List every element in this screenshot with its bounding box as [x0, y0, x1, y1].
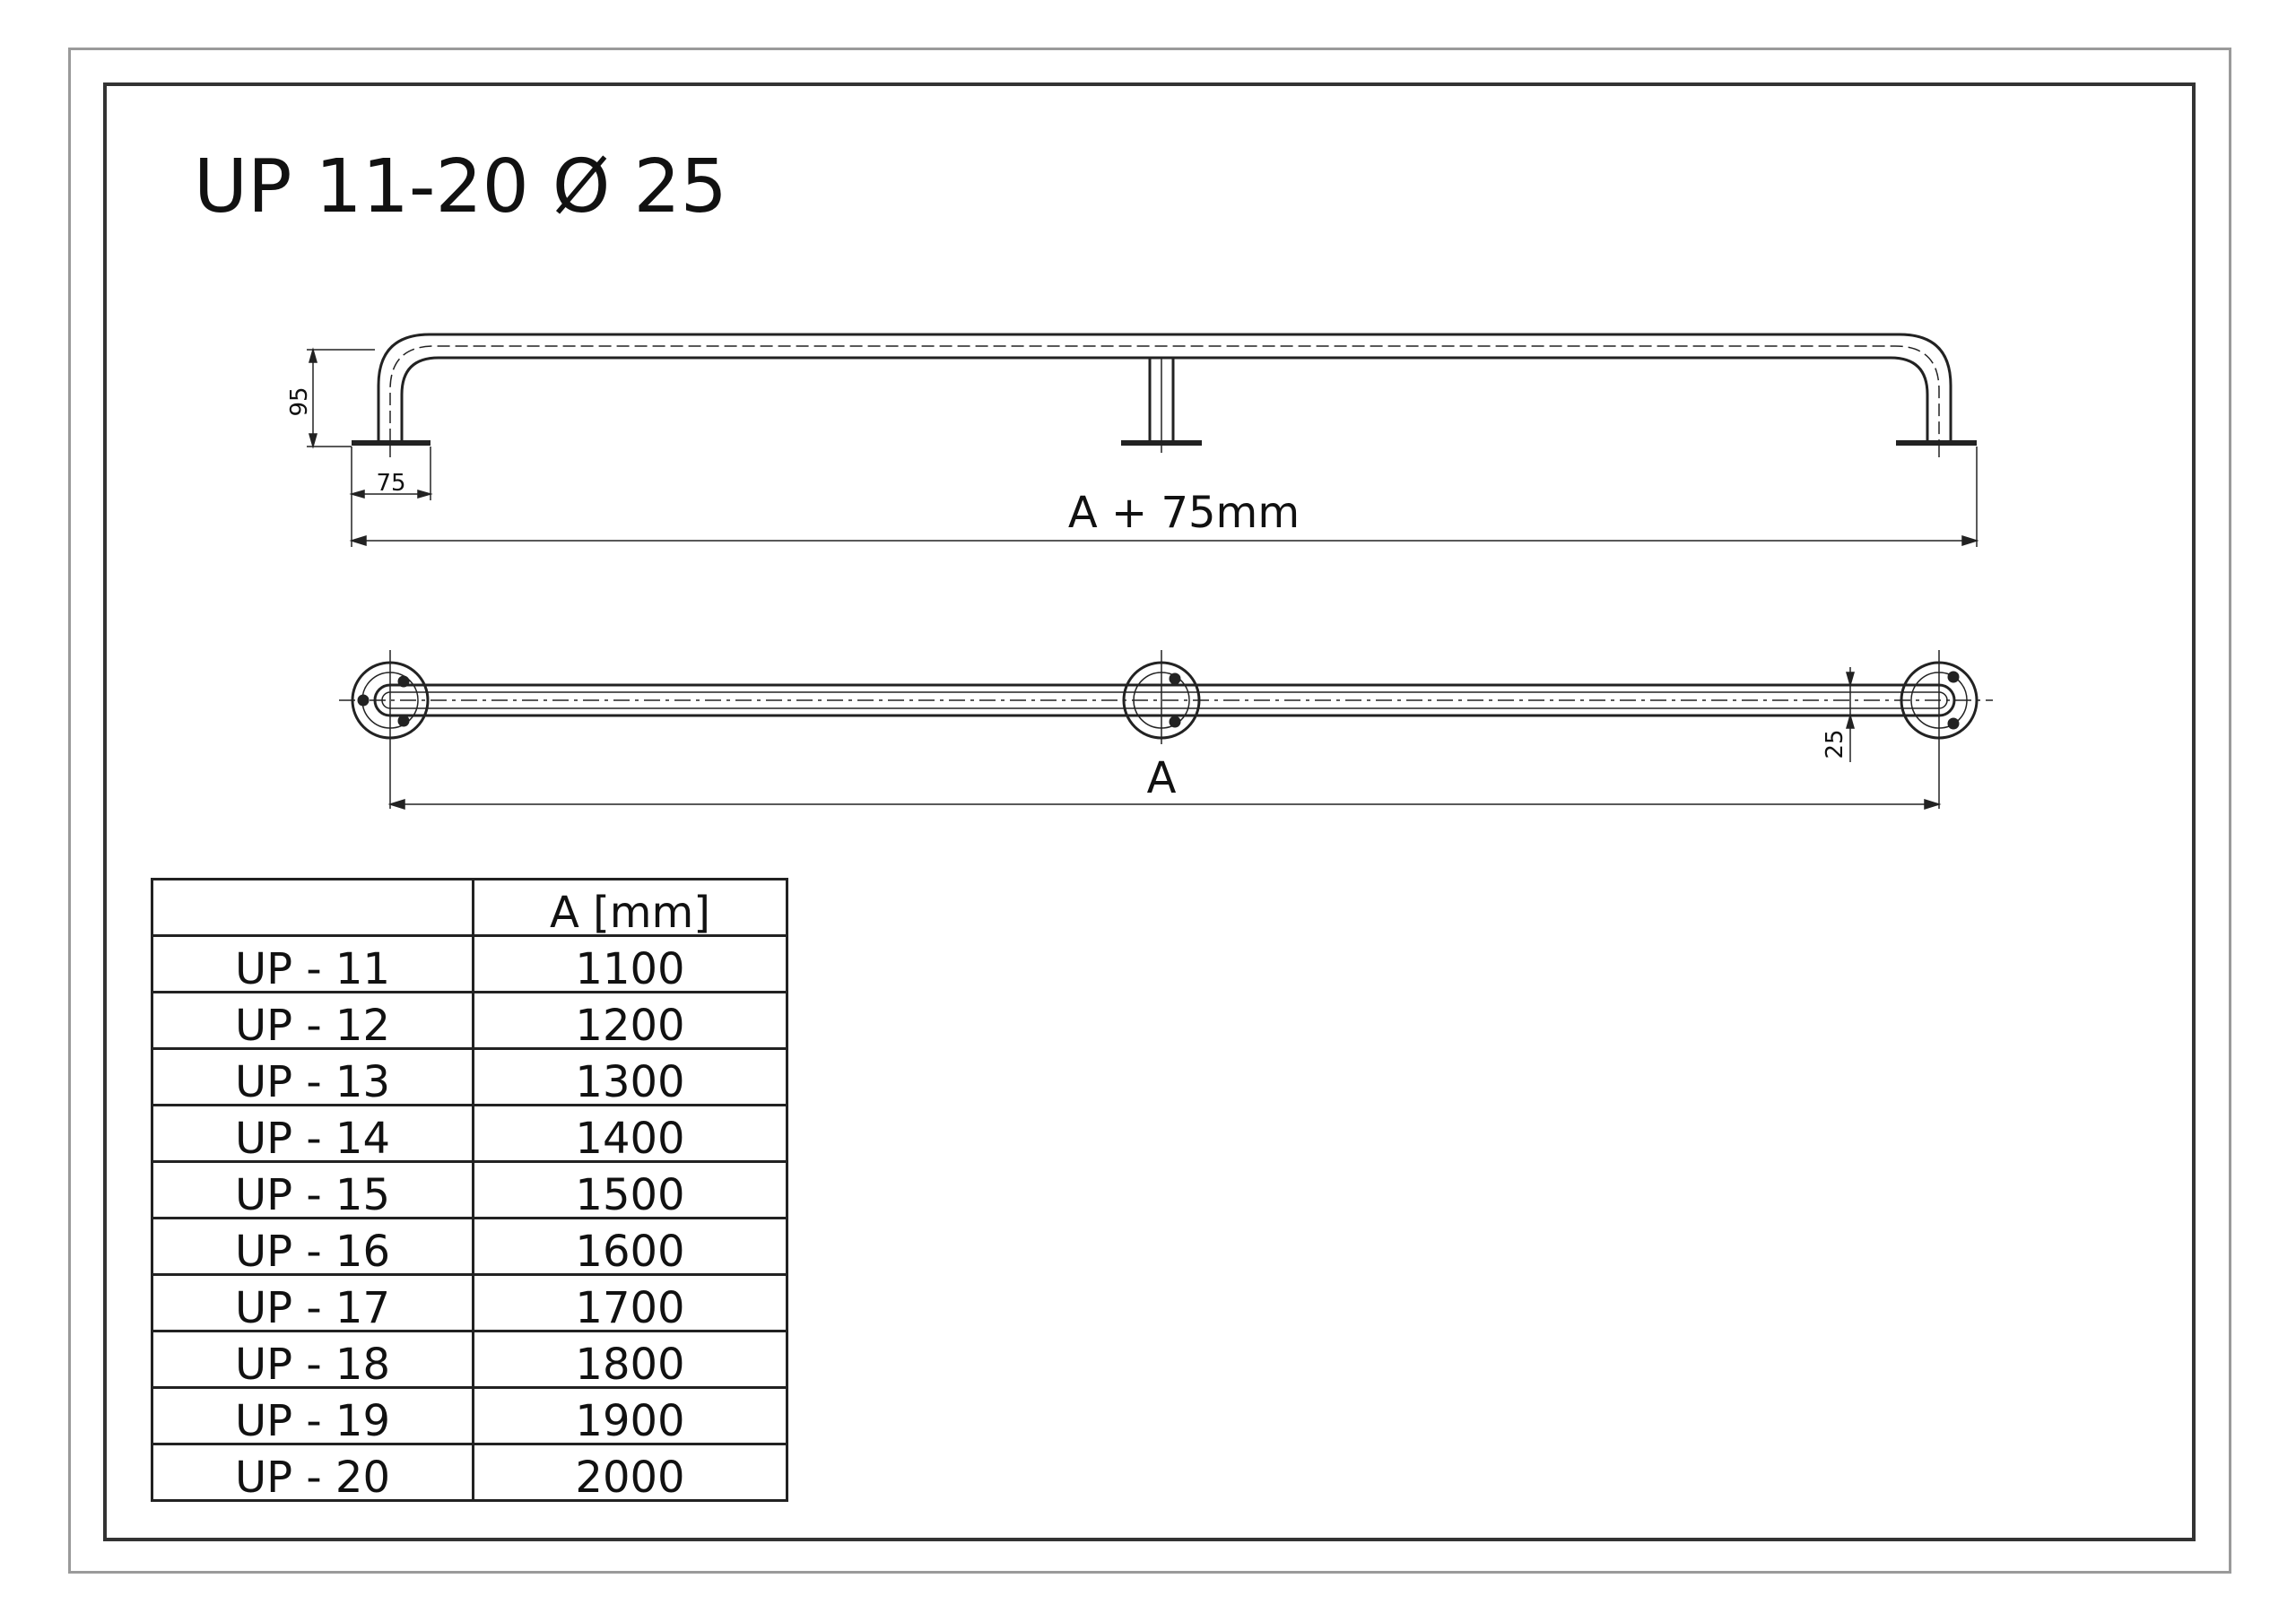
overall-dimension — [349, 447, 1979, 547]
side-view-flanges — [352, 440, 1977, 457]
length-cell: 1100 — [472, 934, 788, 993]
model-cell: UP - 13 — [151, 1047, 474, 1106]
height-dimension — [307, 347, 375, 449]
model-cell: UP - 20 — [151, 1443, 474, 1502]
diameter-label: 25 — [1822, 729, 1848, 759]
diameter-dimension — [1846, 667, 1855, 762]
length-cell: 1200 — [472, 991, 788, 1050]
model-cell: UP - 19 — [151, 1386, 474, 1445]
model-cell: UP - 16 — [151, 1217, 474, 1276]
table-header-cell — [151, 878, 474, 937]
outer-frame — [68, 48, 2231, 1574]
length-cell: 1600 — [472, 1217, 788, 1276]
top-view-flange-middle — [1122, 650, 1201, 744]
length-cell: 1700 — [472, 1273, 788, 1332]
length-label: A — [1147, 753, 1177, 803]
model-cell: UP - 11 — [151, 934, 474, 993]
length-cell: 1900 — [472, 1386, 788, 1445]
model-cell: UP - 15 — [151, 1160, 474, 1219]
top-view-flange-right — [1900, 650, 1979, 744]
length-cell: 1300 — [472, 1047, 788, 1106]
flange-label: 75 — [376, 470, 405, 497]
table-header-row: A [mm] — [151, 878, 788, 937]
inner-frame — [103, 82, 2196, 1541]
overall-length-label: A + 75mm — [1068, 488, 1300, 538]
table-header-cell: A [mm] — [472, 878, 788, 937]
top-view-bar — [339, 683, 1993, 717]
length-cell: 2000 — [472, 1443, 788, 1502]
length-cell: 1800 — [472, 1330, 788, 1389]
top-view-flange-left — [351, 650, 430, 744]
model-cell: UP - 17 — [151, 1273, 474, 1332]
length-cell: 1400 — [472, 1104, 788, 1163]
model-cell: UP - 14 — [151, 1104, 474, 1163]
length-dimension — [387, 744, 1942, 811]
model-cell: UP - 12 — [151, 991, 474, 1050]
drawing-title: UP 11-20 Ø 25 — [194, 144, 727, 230]
model-cell: UP - 18 — [151, 1330, 474, 1389]
side-view-bar — [377, 333, 1952, 453]
length-cell: 1500 — [472, 1160, 788, 1219]
height-label: 95 — [286, 386, 313, 416]
flange-dimension — [349, 447, 433, 547]
